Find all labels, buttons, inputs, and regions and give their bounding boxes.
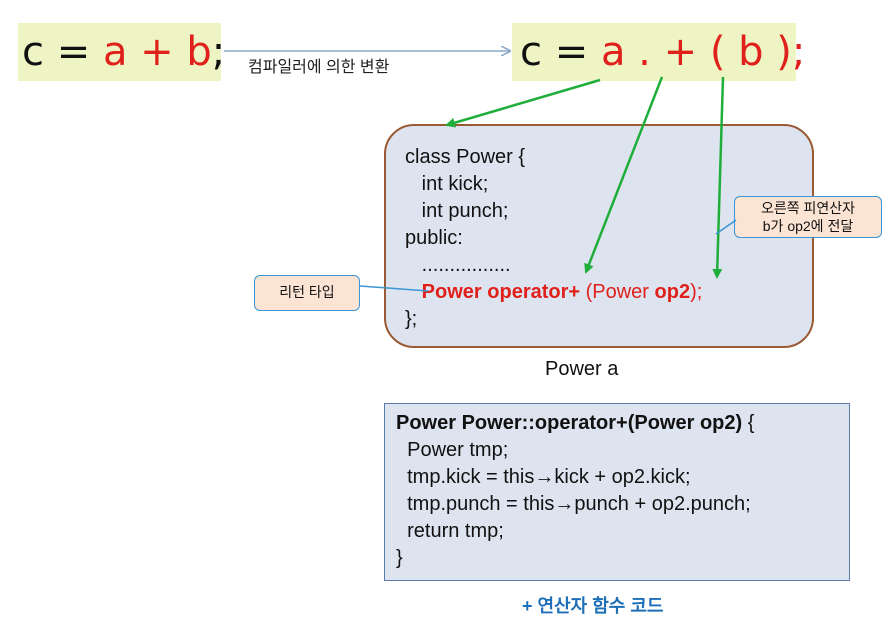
conversion-label: 컴파일러에 의한 변환 bbox=[248, 59, 390, 76]
param-type: (Power bbox=[580, 281, 655, 303]
return-callout-pointer bbox=[359, 285, 429, 292]
expr-operands: a + b bbox=[102, 29, 212, 75]
function-signature-line: Power Power::operator+(Power op2) { bbox=[396, 410, 754, 437]
operator-function-box bbox=[384, 403, 850, 581]
converted-expression: c = a . + ( b ); bbox=[512, 23, 805, 81]
operator-declaration-line: Power operator+ (Power op2); bbox=[405, 279, 703, 306]
object-caption: Power a bbox=[545, 358, 619, 380]
code-line: tmp.punch = this→punch + op2.punch; bbox=[396, 493, 751, 515]
code-line: } bbox=[396, 547, 403, 569]
expr-lhs: c = bbox=[22, 29, 103, 75]
param-op2: op2 bbox=[654, 281, 691, 303]
expr-semicolon: ; bbox=[211, 29, 226, 75]
operand-callout-pointer bbox=[715, 219, 737, 235]
code-line: class Power { bbox=[405, 146, 526, 168]
right-operand-callout: 오른쪽 피연산자 b가 op2에 전달 bbox=[734, 196, 882, 238]
return-type-callout: 리턴 타입 bbox=[254, 275, 360, 311]
original-expression: c = a + b; bbox=[18, 23, 225, 81]
code-line: return tmp; bbox=[396, 520, 504, 542]
return-type: Power bbox=[421, 281, 482, 303]
callout-line: 오른쪽 피연산자 bbox=[760, 200, 856, 216]
object-a-arrow bbox=[445, 78, 601, 128]
class-code: class Power { int kick; int punch; public… bbox=[405, 144, 702, 333]
decl-end: ); bbox=[690, 281, 703, 303]
converted-call: a . + ( b ); bbox=[600, 29, 806, 75]
code-line: tmp.kick = this→kick + op2.kick; bbox=[396, 466, 691, 488]
operator-function-code: Power Power::operator+(Power op2) { Powe… bbox=[396, 410, 754, 572]
operand-b-arrow bbox=[712, 76, 725, 279]
code-line: ................ bbox=[405, 254, 511, 276]
function-caption: + 연산자 함수 코드 bbox=[522, 596, 664, 616]
operator-arrow bbox=[584, 76, 664, 274]
code-line: int kick; bbox=[405, 173, 489, 195]
function-signature: Power Power::operator+(Power op2) bbox=[396, 412, 743, 434]
code-line: public: bbox=[405, 227, 463, 249]
converted-lhs: c = bbox=[520, 29, 601, 75]
open-brace: { bbox=[742, 412, 755, 434]
code-line: int punch; bbox=[405, 200, 509, 222]
callout-line: b가 op2에 전달 bbox=[762, 218, 854, 234]
operator-name: operator+ bbox=[481, 281, 581, 303]
code-line: }; bbox=[405, 308, 418, 330]
code-line: Power tmp; bbox=[396, 439, 509, 461]
